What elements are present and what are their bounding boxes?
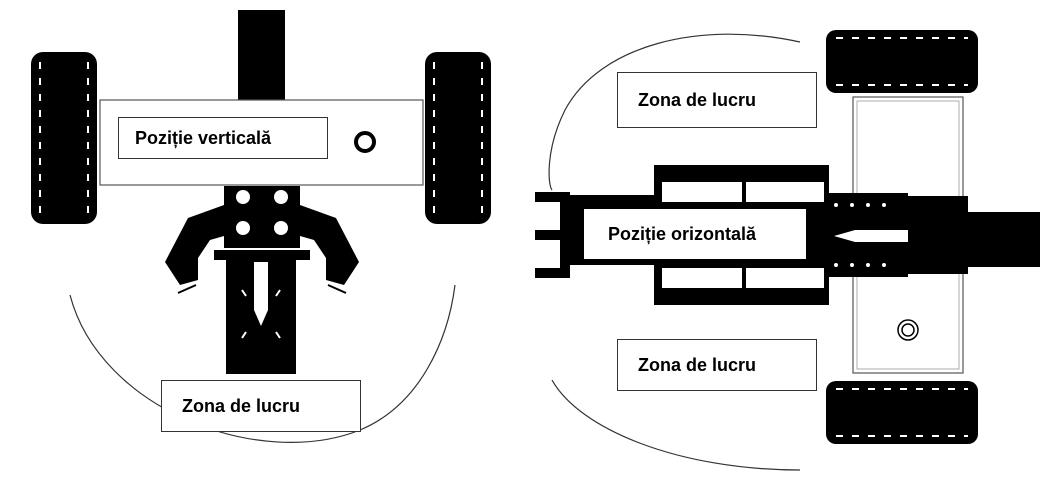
right-wheel-bottom — [826, 381, 978, 444]
right-diagram-horizontal-position — [535, 30, 1040, 471]
left-spark — [275, 331, 281, 339]
left-arm-left — [165, 205, 224, 285]
right-tool-slot — [662, 268, 742, 288]
left-arm-right — [300, 205, 359, 285]
left-top-shaft — [238, 10, 285, 102]
right-drive-shaft — [965, 212, 1040, 267]
left-frame-bolt — [354, 131, 376, 153]
right-work-zone-bottom-label: Zona de lucru — [617, 339, 817, 391]
left-wheel-left — [31, 52, 97, 224]
left-mount-hole — [236, 221, 250, 235]
left-mount-block — [224, 186, 300, 248]
right-coupling — [908, 196, 968, 274]
right-work-zone-top-label: Zona de lucru — [617, 72, 817, 128]
left-wheel-right — [425, 52, 491, 224]
right-tool-slot — [746, 182, 824, 202]
right-work-zone-arc — [548, 33, 801, 191]
right-wheel-top — [826, 30, 978, 93]
left-spark — [241, 331, 247, 339]
left-spark — [241, 289, 247, 297]
left-work-zone-arc — [69, 284, 456, 443]
left-arm-right-tip — [327, 284, 347, 294]
left-position-label: Poziție verticală — [118, 117, 328, 159]
left-mount-hole — [274, 190, 288, 204]
right-mount-dots — [834, 203, 886, 267]
right-tool-slot — [746, 268, 824, 288]
left-tool-blade — [254, 262, 268, 326]
left-mount-hole — [274, 221, 288, 235]
right-work-zone-arc-lower — [551, 379, 801, 471]
left-crossbar — [214, 250, 310, 260]
right-frame-bolt-inner — [901, 323, 915, 337]
left-spark — [275, 289, 281, 297]
right-tool-slot — [662, 182, 742, 202]
right-position-label: Poziție orizontală — [583, 208, 807, 260]
left-arm-left-tip — [177, 284, 197, 294]
left-work-zone-label: Zona de lucru — [161, 380, 361, 432]
left-diagram-vertical-position — [31, 10, 491, 443]
left-mount-hole — [236, 190, 250, 204]
right-tool-blade — [834, 230, 908, 242]
